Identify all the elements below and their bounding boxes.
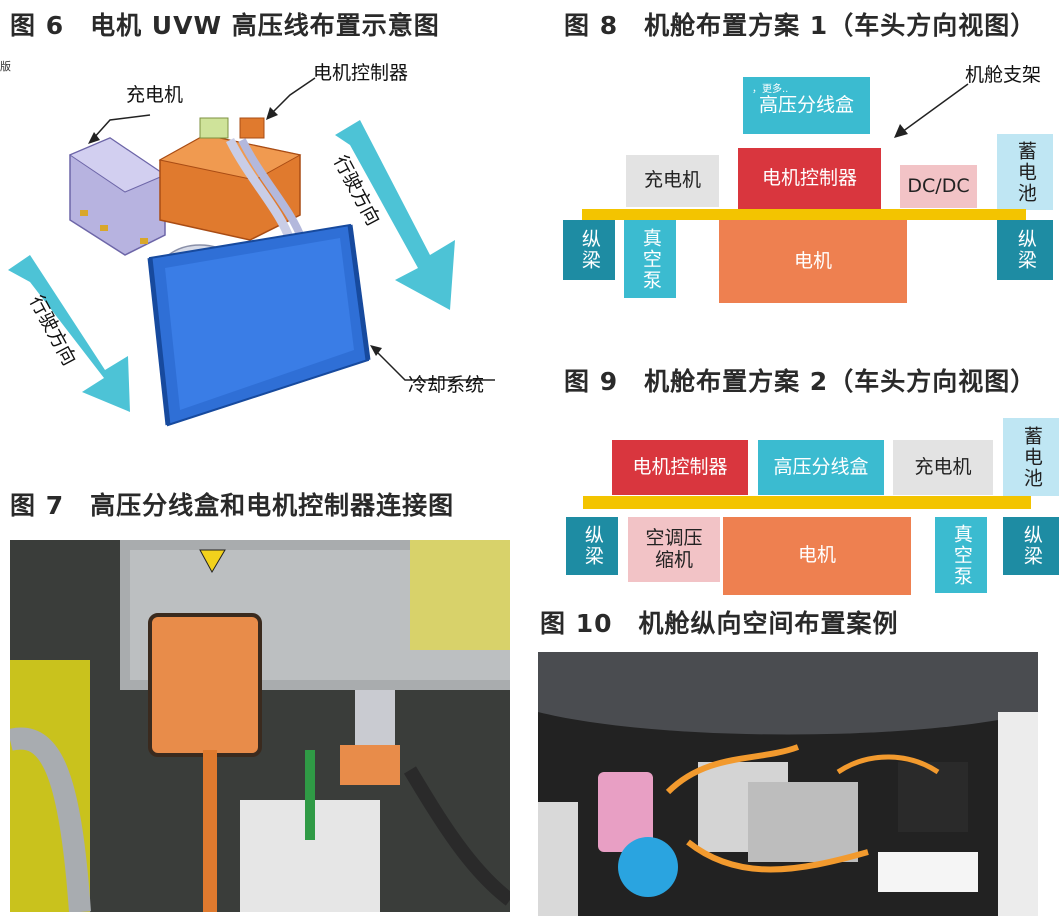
fig9-motor-controller: 电机控制器 xyxy=(612,440,748,495)
fig9-ac-compressor-label: 空调压缩机 xyxy=(645,526,703,571)
fig6-illustration xyxy=(8,77,495,427)
fig8-beam-left-label: 纵梁 xyxy=(578,229,601,271)
fig9-battery-label: 蓄电池 xyxy=(1020,425,1043,489)
fig8-cabin-bracket-bar xyxy=(582,209,1026,220)
fig7-photo-illustration xyxy=(10,540,510,912)
cooling-leader-line xyxy=(374,349,495,381)
fig8-motor: 电机 xyxy=(719,220,907,303)
fig9-beam-left: 纵梁 xyxy=(566,517,618,575)
fig8-motor-controller-label: 电机控制器 xyxy=(761,167,857,190)
fig6-title: 图 6 电机 UVW 高压线布置示意图 xyxy=(10,11,440,40)
fig9-beam-right-label: 纵梁 xyxy=(1020,525,1043,567)
fig8-charger-label: 充电机 xyxy=(643,169,701,192)
drive-direction-arrow-left xyxy=(8,255,130,412)
fig10-photo-illustration xyxy=(538,652,1038,916)
fig8-beam-left: 纵梁 xyxy=(563,220,615,280)
fig8-bracket-leader-line xyxy=(894,83,969,138)
fig9-motor-label: 电机 xyxy=(797,544,836,567)
fig6-edge-text: 版 xyxy=(0,60,11,73)
fig8-motor-controller: 电机控制器 xyxy=(738,148,881,210)
fig9-vacuum-pump-label: 真空泵 xyxy=(950,523,973,587)
fig8-battery-label: 蓄电池 xyxy=(1014,140,1037,204)
fig8-hv-junction-box-label: 高压分线盒 xyxy=(758,93,854,116)
cooling-system-illustration xyxy=(147,223,371,427)
charger-illustration xyxy=(68,137,167,256)
fig9-hv-junction-box: 高压分线盒 xyxy=(758,440,884,495)
fig8-vacuum-pump-label: 真空泵 xyxy=(639,227,662,291)
fig9-battery: 蓄电池 xyxy=(1003,418,1059,496)
fig9-hv-junction-box-label: 高压分线盒 xyxy=(773,455,869,478)
fig9-cabin-bracket-bar xyxy=(583,496,1031,509)
fig6-controller-label: 电机控制器 xyxy=(313,62,409,84)
fig8-vacuum-pump: 真空泵 xyxy=(624,220,676,298)
fig6-charger-label: 充电机 xyxy=(126,84,184,106)
fig8-beam-right: 纵梁 xyxy=(997,220,1053,280)
fig10-title: 图 10 机舱纵向空间布置案例 xyxy=(540,609,899,638)
fig6-cooling-label: 冷却系统 xyxy=(408,374,485,396)
drive-direction-arrow-right xyxy=(335,120,455,310)
fig10-photo xyxy=(538,652,1038,916)
fig8-motor-label: 电机 xyxy=(793,249,832,272)
fig7-title: 图 7 高压分线盒和电机控制器连接图 xyxy=(10,491,455,520)
fig8-charger: 充电机 xyxy=(626,155,719,207)
fig9-beam-right: 纵梁 xyxy=(1003,517,1059,575)
fig9-ac-compressor: 空调压缩机 xyxy=(628,517,720,582)
fig8-dcdc: DC/DC xyxy=(900,165,977,208)
fig9-title: 图 9 机舱布置方案 2（车头方向视图） xyxy=(564,367,1037,396)
fig8-small-text: ，更多.. xyxy=(752,84,789,95)
fig9-motor: 电机 xyxy=(723,517,911,595)
fig8-battery: 蓄电池 xyxy=(997,134,1053,210)
fig9-charger-label: 充电机 xyxy=(914,455,972,478)
fig8-hv-junction-box: 高压分线盒 xyxy=(743,77,870,134)
fig7-photo xyxy=(10,540,510,912)
fig9-beam-left-label: 纵梁 xyxy=(581,525,604,567)
fig9-motor-controller-label: 电机控制器 xyxy=(632,455,728,478)
fig8-bracket-label: 机舱支架 xyxy=(965,64,1042,86)
fig8-beam-right-label: 纵梁 xyxy=(1014,229,1037,271)
controller-leader-line xyxy=(269,77,316,116)
controller-illustration xyxy=(158,117,306,242)
fig8-dcdc-label: DC/DC xyxy=(907,174,970,197)
charger-leader-line xyxy=(91,114,151,141)
fig9-vacuum-pump: 真空泵 xyxy=(935,517,987,593)
fig9-charger: 充电机 xyxy=(893,440,993,495)
fig8-title: 图 8 机舱布置方案 1（车头方向视图） xyxy=(564,11,1037,40)
